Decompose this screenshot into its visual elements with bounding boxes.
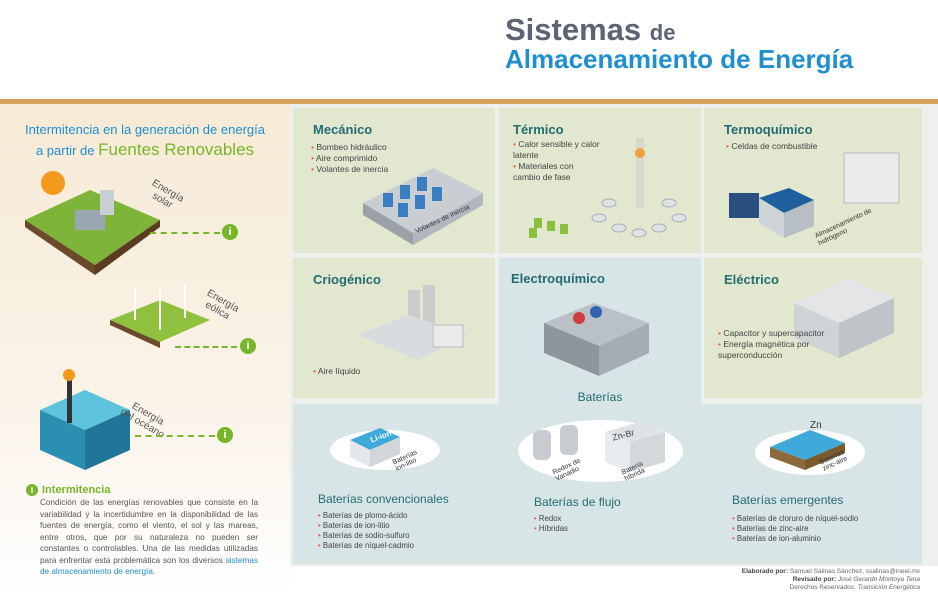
list-item: Baterías de plomo-ácido (318, 511, 414, 521)
info-icon: i (26, 484, 38, 496)
flywheel-illustration (363, 168, 483, 245)
panel-mecanico: Mecánico Bombeo hidráulico Aire comprimi… (293, 108, 495, 253)
panel-termoquimico: Termoquímico Celdas de combustible Almac… (704, 108, 922, 253)
battery-category-title: Baterías emergentes (732, 493, 844, 507)
zinc-air-battery-illustration (770, 430, 845, 470)
solar-thermal-illustration (529, 138, 687, 238)
list-item: Baterías de zinc-aire (732, 524, 858, 534)
list-item: Baterías de níquel-cadmio (318, 541, 414, 551)
battery-category-title: Baterías de flujo (534, 495, 621, 509)
panel-list: Capacitor y supercapacitor Energía magné… (718, 328, 838, 361)
wind-island-illustration (110, 284, 210, 348)
panel-title: Eléctrico (724, 272, 779, 287)
info-icon[interactable]: i (240, 338, 256, 354)
battery-list: Baterías de cloruro de níquel-sodio Bate… (732, 514, 858, 544)
list-item: Redox (534, 514, 568, 524)
dashed-connector (135, 435, 215, 437)
info-icon[interactable]: i (217, 427, 233, 443)
heading-highlight: Fuentes Renovables (98, 140, 255, 159)
credit-value: José Gerardo Montoya Tena (837, 576, 920, 583)
list-item: Energía magnética por superconducción (718, 339, 838, 361)
battery-list: Baterías de plomo-ácido Baterías de ion-… (318, 511, 414, 551)
panel-electrico: Eléctrico Capacitor y supercapacitor Ene… (704, 258, 922, 398)
panel-title: Termoquímico (724, 122, 813, 137)
list-item: Capacitor y supercapacitor (718, 328, 838, 339)
list-item: Baterías de cloruro de níquel-sodio (732, 514, 858, 524)
list-item: Calor sensible y calor latente (513, 139, 603, 161)
cryogenic-plant-illustration (358, 285, 468, 360)
panel-termico: Térmico Calor sensible y calor latente M… (499, 108, 701, 253)
panel-list: Aire líquido (313, 366, 361, 377)
heading-prefix: a partir de (35, 143, 95, 158)
panel-electroquimico: Electroquímico Baterías (499, 258, 701, 408)
panel-title: Térmico (513, 122, 564, 137)
panel-title: Mecánico (313, 122, 373, 137)
ocean-illustration (40, 369, 130, 470)
intermitencia-text: Condición de las energías renovables que… (40, 497, 258, 578)
credit-value: Transición Energética (857, 584, 920, 591)
zn-tag: Zn (810, 420, 822, 431)
list-item: Volantes de inercia (311, 164, 388, 175)
panel-list: Bombeo hidráulico Aire comprimido Volant… (311, 142, 388, 175)
title-de: de (649, 20, 676, 45)
list-item: Híbridas (534, 524, 568, 534)
panel-list: Calor sensible y calor latente Materiale… (513, 139, 603, 183)
flow-battery-illustration (533, 422, 665, 472)
fuel-cell-illustration (729, 152, 900, 238)
divider-band (0, 99, 938, 104)
credit-label: Revisado por: (792, 576, 837, 583)
page-title: Sistemas de (505, 12, 675, 48)
battery-illustration (544, 303, 649, 376)
credit-label: Elaborado por: (741, 568, 789, 575)
list-item: Aire líquido (313, 366, 361, 377)
batteries-subtitle: Baterías (577, 390, 623, 404)
intermitencia-link: sistemas de almacenamiento de energía. (40, 555, 259, 577)
panel-title: Electroquímico (511, 271, 605, 286)
dashed-connector (150, 232, 220, 234)
intermitencia-title: Intermitencia (42, 484, 111, 496)
battery-list: Redox Híbridas (534, 514, 568, 534)
left-heading: Intermitencia en la generación de energí… (20, 120, 270, 161)
list-item: Materiales con cambio de fase (513, 161, 603, 183)
title-main: Sistemas (505, 12, 642, 47)
list-item: Baterías de sodio-sulfuro (318, 531, 414, 541)
credit-label: Derechos Reservados: (789, 584, 856, 591)
battery-category-title: Baterías convencionales (318, 492, 449, 506)
solar-island-illustration (25, 171, 160, 275)
panel-list: Celdas de combustible (726, 141, 817, 152)
list-item: Baterías de ion-aluminio (732, 534, 858, 544)
page-subtitle: Almacenamiento de Energía (505, 44, 854, 74)
info-icon[interactable]: i (222, 224, 238, 240)
intermitencia-heading: i Intermitencia (26, 484, 110, 496)
list-item: Celdas de combustible (726, 141, 817, 152)
list-item: Bombeo hidráulico (311, 142, 388, 153)
panel-title: Criogénico (313, 272, 381, 287)
list-item: Aire comprimido (311, 153, 388, 164)
sun-icon (41, 171, 65, 195)
intermitencia-body: Condición de las energías renovables que… (40, 498, 258, 565)
li-ion-battery-illustration (350, 428, 400, 467)
heading-line1: Intermitencia en la generación de energí… (25, 122, 265, 137)
list-item: Baterías de ion-litio (318, 521, 414, 531)
panel-criogenico: Criogénico Aire líquido (293, 258, 495, 398)
credits: Elaborado por: Samuel Salinas Sánchez, s… (742, 568, 920, 592)
credit-value: Samuel Salinas Sánchez, ssalinas@ineel.m… (789, 568, 920, 575)
dashed-connector (175, 346, 237, 348)
